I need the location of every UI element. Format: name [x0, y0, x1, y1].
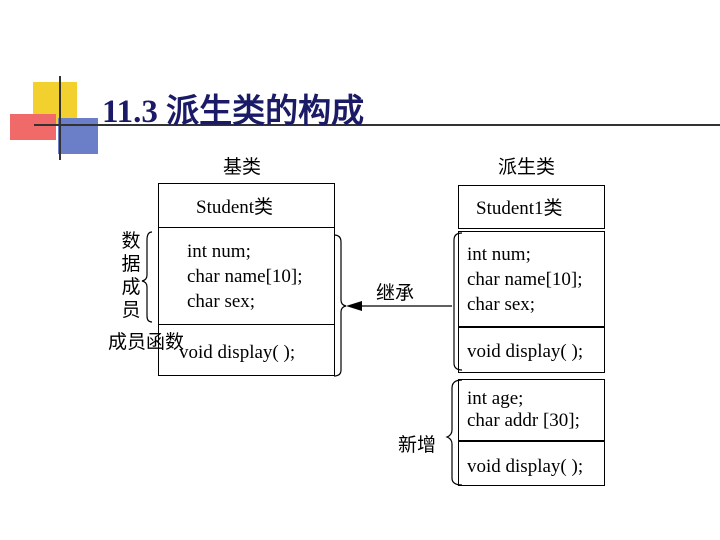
derived-member: int num;	[467, 244, 531, 265]
base-right-brace	[333, 234, 347, 377]
deco-vertical-line	[59, 76, 61, 160]
base-function-box	[158, 324, 335, 376]
derived-new-member: int age;	[467, 388, 524, 409]
derived-inherited-members: int num; char name[10]; char sex;	[467, 242, 583, 317]
derived-class-name-box	[458, 185, 605, 229]
base-class-name: Student类	[196, 197, 274, 218]
derived-inherited-function: void display( );	[467, 341, 584, 362]
deco-horizontal-line	[34, 124, 720, 126]
derived-new-member: char addr [30];	[467, 410, 580, 431]
derived-new-members-box	[458, 379, 605, 441]
derived-new-function-box	[458, 441, 605, 486]
derived-inherited-bracket	[453, 232, 463, 371]
derived-inherited-function-box	[458, 327, 605, 373]
base-data-members: int num; char name[10]; char sex;	[187, 239, 303, 314]
derived-inherited-members-box	[458, 231, 605, 327]
inheritance-arrowhead	[346, 301, 362, 311]
derived-new-function: void display( );	[467, 456, 584, 477]
slide-title: 11.3 派生类的构成	[102, 94, 365, 130]
data-members-brace	[141, 231, 153, 323]
derived-class-name: Student1类	[476, 198, 563, 219]
new-members-brace	[445, 379, 463, 486]
derived-member: char sex;	[467, 294, 536, 315]
base-data-members-box	[158, 227, 335, 325]
data-members-label: 数据成员	[121, 230, 141, 321]
base-class-name-box	[158, 183, 335, 228]
deco-red-square	[10, 114, 56, 140]
base-class-heading: 基类	[223, 156, 262, 178]
base-member: char name[10];	[187, 266, 303, 287]
inheritance-label: 继承	[376, 282, 415, 304]
base-member: int num;	[187, 241, 251, 262]
base-member: char sex;	[187, 291, 256, 312]
derived-member: char name[10];	[467, 269, 583, 290]
derived-class-heading: 派生类	[498, 156, 556, 178]
new-members-label: 新增	[398, 434, 437, 456]
derived-new-members: int age; char addr [30];	[467, 388, 580, 432]
base-function: void display( );	[179, 342, 296, 363]
